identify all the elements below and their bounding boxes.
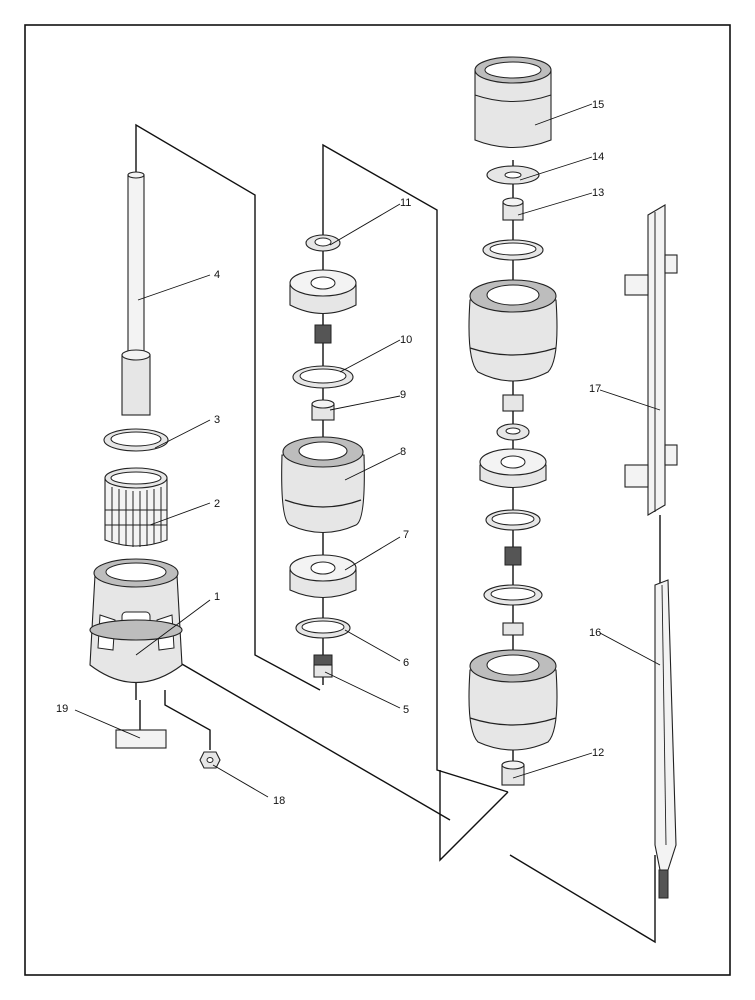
diagram-frame bbox=[24, 24, 731, 976]
part-ring-6 bbox=[295, 617, 351, 639]
callout-1: 1 bbox=[214, 591, 220, 603]
assembly-path-lines bbox=[135, 123, 661, 944]
callout-2: 2 bbox=[214, 498, 220, 510]
part-cable bbox=[654, 579, 677, 899]
callout-11: 11 bbox=[400, 197, 411, 209]
part-suction-housing bbox=[89, 558, 183, 683]
part-impeller-upper bbox=[468, 279, 558, 382]
callout-12: 12 bbox=[592, 747, 604, 759]
callout-15: 15 bbox=[592, 99, 604, 111]
part-washer-11 bbox=[305, 234, 341, 252]
callout-17: 17 bbox=[589, 383, 601, 395]
callout-7: 7 bbox=[403, 529, 409, 541]
part-shaft bbox=[121, 171, 151, 416]
callout-14: 14 bbox=[592, 151, 604, 163]
part-impeller-lower bbox=[468, 649, 558, 751]
part-ring-right-2 bbox=[485, 509, 541, 531]
part-bushing-13 bbox=[502, 197, 524, 221]
part-nut bbox=[199, 751, 221, 769]
part-washer-14 bbox=[486, 165, 540, 185]
callout-19: 19 bbox=[56, 703, 68, 715]
part-bushing-right bbox=[504, 546, 522, 566]
part-washer-right bbox=[496, 423, 530, 441]
callout-18: 18 bbox=[273, 795, 285, 807]
part-sleeve-right bbox=[502, 394, 524, 412]
callout-13: 13 bbox=[592, 187, 604, 199]
callout-4: 4 bbox=[214, 269, 220, 281]
part-strainer bbox=[104, 467, 168, 547]
part-bushing-middle-1 bbox=[314, 324, 332, 344]
part-sleeve-9 bbox=[311, 399, 335, 421]
part-ring-10 bbox=[292, 365, 354, 389]
part-ring-3 bbox=[103, 428, 169, 452]
part-sleeve-right-2 bbox=[502, 622, 524, 636]
part-diffuser-upper bbox=[289, 269, 357, 314]
part-bushing-12 bbox=[501, 760, 525, 786]
callout-5: 5 bbox=[403, 704, 409, 716]
callout-10: 10 bbox=[400, 334, 412, 346]
callout-6: 6 bbox=[403, 657, 409, 669]
callout-16: 16 bbox=[589, 627, 601, 639]
part-cable-guard bbox=[624, 204, 678, 516]
part-discharge-head-15 bbox=[474, 56, 552, 148]
callout-3: 3 bbox=[214, 414, 220, 426]
part-ring-right-1 bbox=[482, 239, 544, 261]
part-bushing-5 bbox=[313, 654, 333, 678]
part-diffuser-right bbox=[479, 448, 547, 488]
callout-labels: 1 2 3 4 5 6 7 8 9 10 11 12 13 14 15 16 1… bbox=[56, 99, 604, 807]
leader-lines bbox=[74, 103, 661, 798]
callout-8: 8 bbox=[400, 446, 406, 458]
callout-9: 9 bbox=[400, 389, 406, 401]
part-label-plate bbox=[115, 729, 167, 749]
part-diffuser-7 bbox=[289, 554, 357, 598]
part-ring-right-3 bbox=[483, 584, 543, 606]
part-impeller-8 bbox=[281, 436, 365, 533]
